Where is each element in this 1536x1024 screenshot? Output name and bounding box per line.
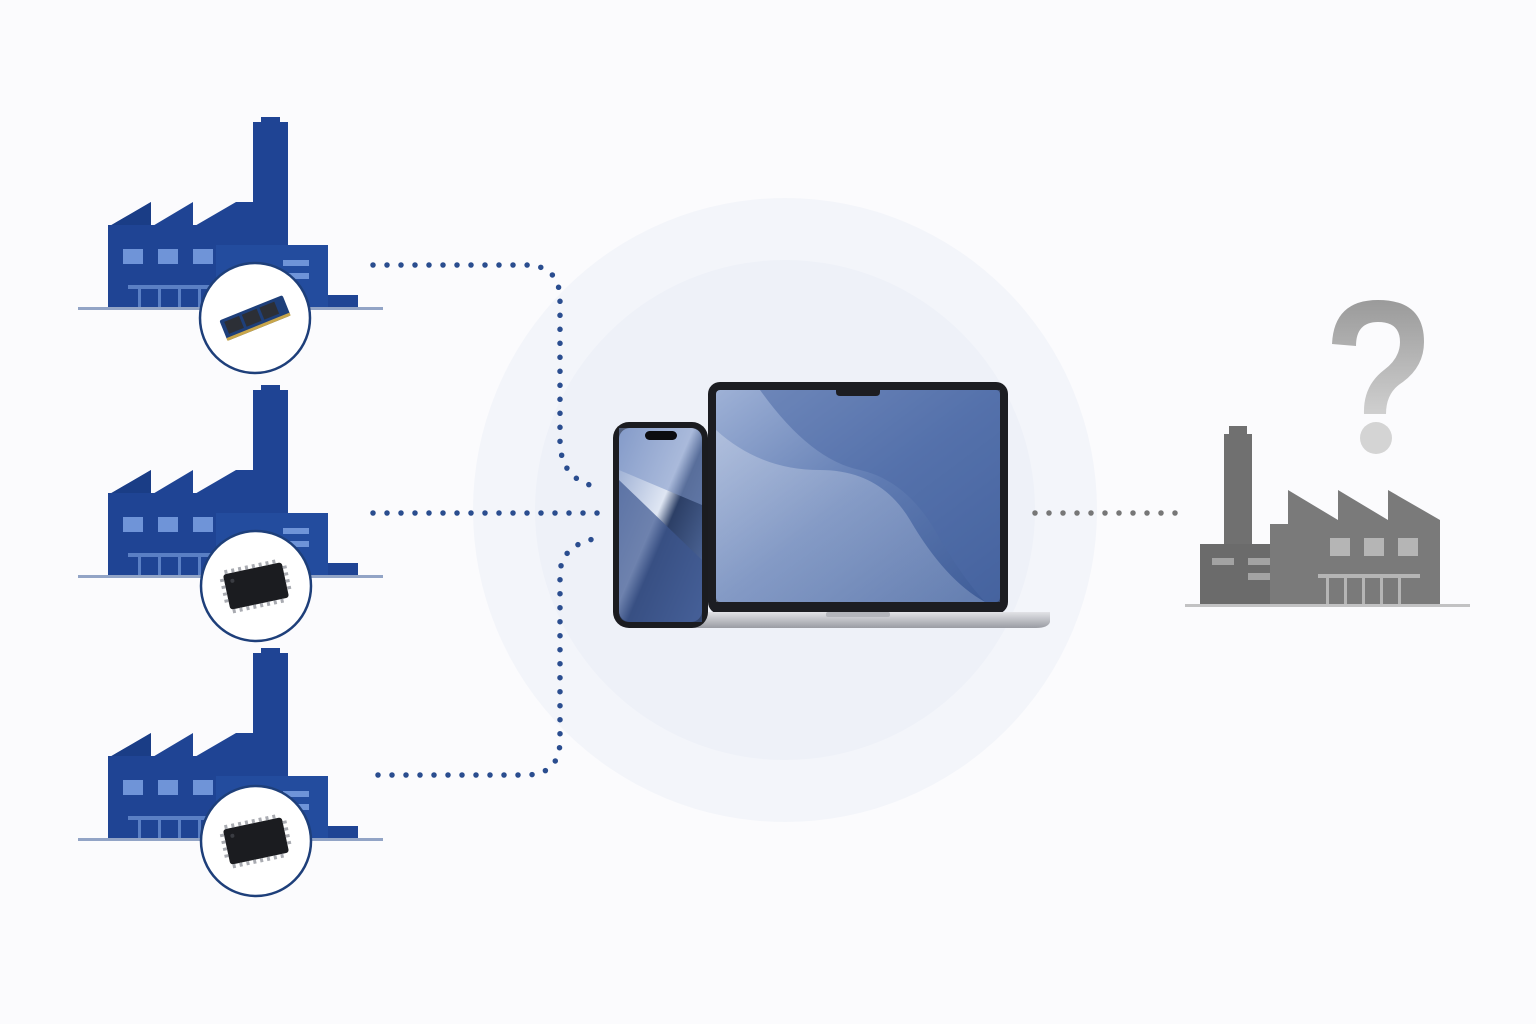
smartphone-icon — [613, 422, 708, 628]
component-badge-ram — [198, 261, 312, 375]
connector-top — [370, 262, 601, 490]
component-badge-chip-2 — [199, 784, 313, 898]
laptop-icon — [680, 382, 1050, 628]
connector-lines — [370, 262, 1183, 778]
connector-bottom — [375, 535, 601, 778]
component-badge-chip-1 — [199, 529, 313, 643]
question-mark-icon — [1332, 300, 1424, 454]
unknown-supplier-factory — [1185, 426, 1470, 607]
